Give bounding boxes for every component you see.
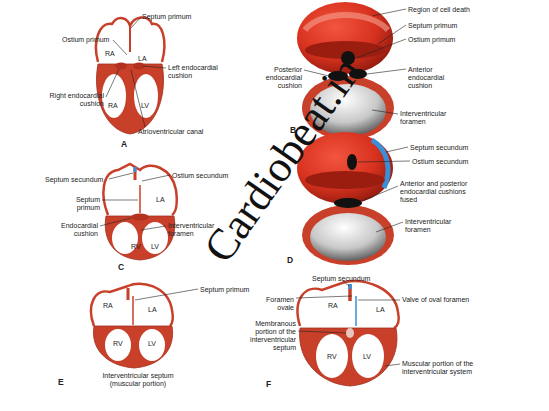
part-label: Interventricular foramen	[400, 110, 460, 126]
panel-a-heart	[96, 17, 164, 134]
part-label: Anterior and posterior endocardial cushi…	[400, 180, 480, 204]
part-label: Septum secundum	[410, 144, 468, 152]
part-label: Anterior endocardial cushion	[408, 66, 460, 90]
part-label: Posterior endocardial cushion	[250, 66, 302, 90]
part-label: LA	[156, 196, 165, 204]
part-label: Septum primum	[60, 196, 100, 212]
panel-letter: C	[118, 263, 124, 272]
part-label: RA	[328, 302, 338, 310]
part-label: LA	[138, 55, 147, 63]
part-label: Septum secundum	[312, 275, 370, 283]
part-label: RV	[131, 243, 141, 251]
part-label: Foramen ovale	[258, 296, 294, 312]
part-label: Septum primum	[200, 286, 249, 294]
part-label: Right endocardial cushion	[42, 92, 104, 108]
part-label: Valve of oval foramen	[402, 296, 469, 304]
part-label: RA	[105, 50, 115, 58]
part-label: Region of cell death	[408, 6, 470, 14]
part-label: Membranous portion of the interventricul…	[236, 320, 296, 352]
part-label: Septum primum	[142, 13, 191, 21]
panel-f-heart	[298, 281, 399, 386]
part-label: RA	[103, 302, 113, 310]
part-label: Ostium primum	[408, 36, 455, 44]
panel-letter: E	[58, 378, 64, 387]
panel-letter: D	[287, 256, 293, 265]
part-label: Atrioventricular canal	[138, 128, 203, 136]
part-label: LV	[151, 243, 159, 251]
part-label: Interventricular septum (muscular portio…	[92, 372, 184, 388]
part-label: RV	[327, 353, 337, 361]
part-label: LV	[141, 102, 149, 110]
part-label: RA	[108, 102, 118, 110]
panel-e-heart	[91, 284, 173, 368]
part-label: Septum primum	[408, 22, 457, 30]
part-label: Ostium secundum	[172, 172, 228, 180]
part-label: Septum secundum	[45, 176, 103, 184]
part-label: LV	[363, 353, 371, 361]
part-label: Ostium secundum	[412, 158, 468, 166]
part-label: Muscular portion of the interventricular…	[402, 360, 502, 376]
part-label: Left endocardial cushion	[168, 64, 226, 80]
panel-letter: F	[266, 380, 271, 389]
part-label: LA	[376, 306, 385, 314]
leader-lines	[100, 9, 410, 366]
part-label: LA	[148, 306, 157, 314]
part-label: RV	[113, 340, 123, 348]
panel-letter: A	[121, 140, 127, 149]
part-label: LV	[148, 340, 156, 348]
panel-c-heart	[103, 164, 176, 260]
part-label: Ostium primum	[62, 36, 109, 44]
part-label: Interventricular foramen	[405, 218, 465, 234]
part-label: Endocardial cushion	[48, 222, 98, 238]
